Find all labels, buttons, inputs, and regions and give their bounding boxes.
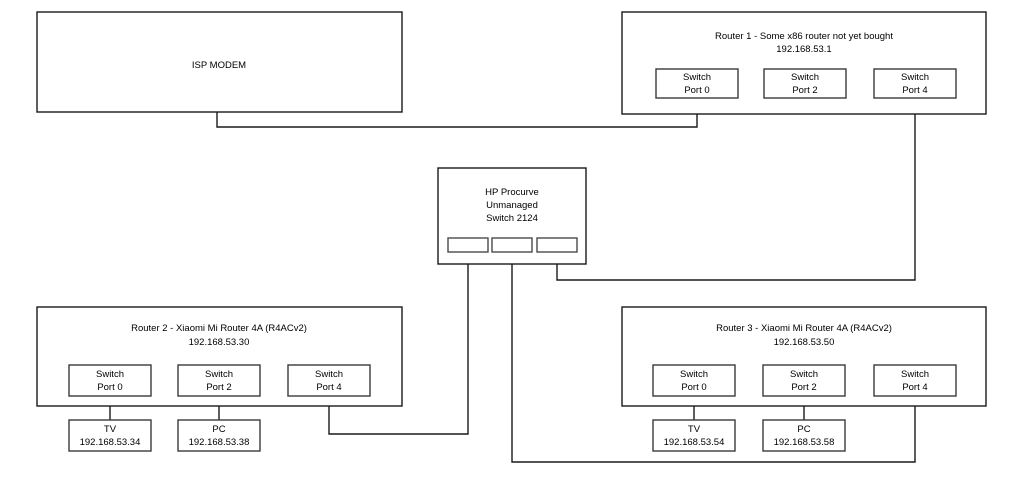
router2-port0-line2: Port 0: [97, 382, 122, 393]
router3-port0-box[interactable]: [652, 364, 736, 397]
router1-switch-port-4[interactable]: Switch Port 4: [873, 68, 957, 99]
router1-node[interactable]: Router 1 - Some x86 router not yet bough…: [621, 11, 987, 115]
router2-port4-box[interactable]: [287, 364, 371, 397]
router1-port2-line2: Port 2: [792, 85, 817, 96]
isp-modem-box[interactable]: [36, 11, 403, 113]
router3-pc-name: PC: [797, 424, 810, 435]
router3-port4-line1: Switch: [901, 369, 929, 380]
router3-port4-line2: Port 4: [902, 382, 927, 393]
router3-port4-box[interactable]: [873, 364, 957, 397]
router3-device-pc[interactable]: PC 192.168.53.58: [762, 419, 846, 452]
link-router1-port4-to-switch: [556, 98, 916, 281]
router3-node[interactable]: Router 3 - Xiaomi Mi Router 4A (R4ACv2) …: [621, 306, 987, 407]
router2-port2-line1: Switch: [205, 369, 233, 380]
router3-switch-port-2[interactable]: Switch Port 2: [762, 364, 846, 397]
link-switch-to-router3-port4: [511, 252, 916, 463]
router2-switch-port-4[interactable]: Switch Port 4: [287, 364, 371, 397]
router2-switch-port-0[interactable]: Switch Port 0: [68, 364, 152, 397]
router3-tv-ip: 192.168.53.54: [664, 437, 725, 448]
router1-port0-line2: Port 0: [684, 85, 709, 96]
router1-port2-line1: Switch: [791, 72, 819, 83]
router1-port0-box[interactable]: [655, 68, 739, 99]
router3-switch-port-0[interactable]: Switch Port 0: [652, 364, 736, 397]
hp-switch-port-slot-3[interactable]: [536, 237, 578, 253]
router1-title: Router 1 - Some x86 router not yet bough…: [715, 31, 893, 42]
router1-port4-line1: Switch: [901, 72, 929, 83]
router2-tv-box[interactable]: [68, 419, 152, 452]
router3-port2-line1: Switch: [790, 369, 818, 380]
router3-pc-box[interactable]: [762, 419, 846, 452]
router3-ip: 192.168.53.50: [774, 337, 835, 348]
router1-ip: 192.168.53.1: [776, 44, 831, 55]
router2-port2-line2: Port 2: [206, 382, 231, 393]
router2-port2-box[interactable]: [177, 364, 261, 397]
router3-device-tv[interactable]: TV 192.168.53.54: [652, 419, 736, 452]
router2-ip: 192.168.53.30: [189, 337, 250, 348]
router2-tv-ip: 192.168.53.34: [80, 437, 141, 448]
router3-tv-box[interactable]: [652, 419, 736, 452]
router2-pc-name: PC: [212, 424, 225, 435]
router3-pc-ip: 192.168.53.58: [774, 437, 835, 448]
isp-modem-label: ISP MODEM: [192, 60, 246, 71]
router1-port2-box[interactable]: [763, 68, 847, 99]
router2-title: Router 2 - Xiaomi Mi Router 4A (R4ACv2): [131, 323, 307, 334]
router2-pc-box[interactable]: [177, 419, 261, 452]
router1-port4-line2: Port 4: [902, 85, 927, 96]
link-switch-to-router2-port4: [328, 252, 469, 435]
router2-tv-name: TV: [104, 424, 117, 435]
connection-lines: [109, 98, 916, 463]
router2-pc-ip: 192.168.53.38: [189, 437, 250, 448]
router2-device-tv[interactable]: TV 192.168.53.34: [68, 419, 152, 452]
hp-switch-port-slot-2[interactable]: [491, 237, 533, 253]
router1-port0-line1: Switch: [683, 72, 711, 83]
router2-device-pc[interactable]: PC 192.168.53.38: [177, 419, 261, 452]
router3-port0-line1: Switch: [680, 369, 708, 380]
router1-port4-box[interactable]: [873, 68, 957, 99]
router2-port0-box[interactable]: [68, 364, 152, 397]
router1-switch-port-2[interactable]: Switch Port 2: [763, 68, 847, 99]
router1-switch-port-0[interactable]: Switch Port 0: [655, 68, 739, 99]
router2-port4-line1: Switch: [315, 369, 343, 380]
hp-switch-line3: Switch 2124: [486, 213, 538, 224]
isp-modem-node[interactable]: ISP MODEM: [36, 11, 403, 113]
hp-switch-line2: Unmanaged: [486, 200, 538, 211]
hp-switch-port-slot-1[interactable]: [447, 237, 489, 253]
router3-title: Router 3 - Xiaomi Mi Router 4A (R4ACv2): [716, 323, 892, 334]
router3-port2-box[interactable]: [762, 364, 846, 397]
router3-port0-line2: Port 0: [681, 382, 706, 393]
router3-tv-name: TV: [688, 424, 701, 435]
router2-port4-line2: Port 4: [316, 382, 341, 393]
hp-procurve-switch-node[interactable]: HP Procurve Unmanaged Switch 2124: [437, 167, 587, 265]
router2-port0-line1: Switch: [96, 369, 124, 380]
hp-switch-line1: HP Procurve: [485, 187, 539, 198]
router2-switch-port-2[interactable]: Switch Port 2: [177, 364, 261, 397]
router2-node[interactable]: Router 2 - Xiaomi Mi Router 4A (R4ACv2) …: [36, 306, 403, 407]
router3-switch-port-4[interactable]: Switch Port 4: [873, 364, 957, 397]
router3-port2-line2: Port 2: [791, 382, 816, 393]
